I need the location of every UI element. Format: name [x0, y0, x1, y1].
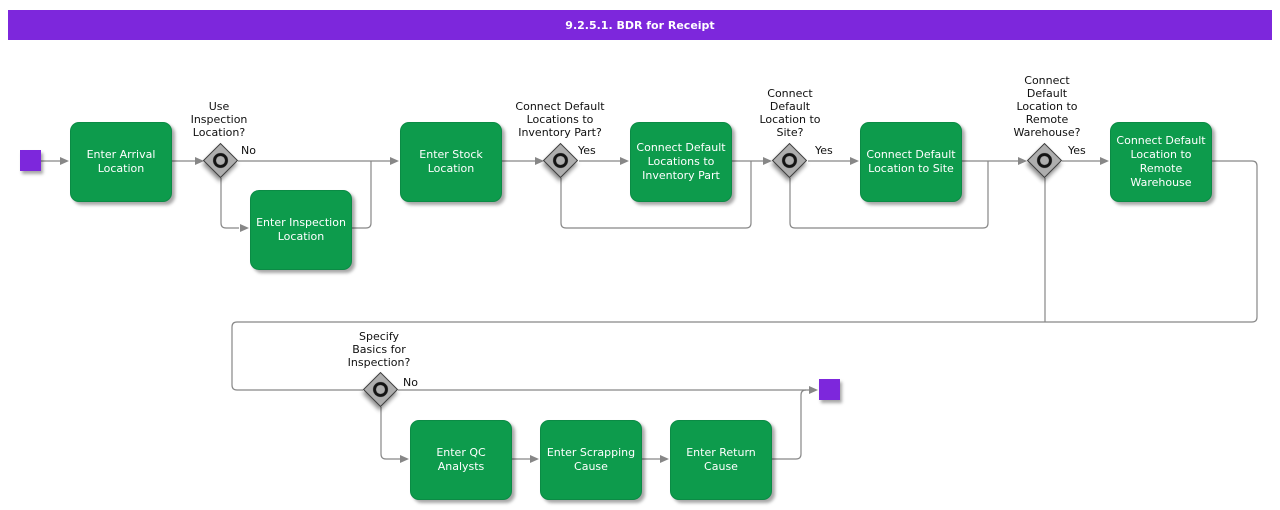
activity-enter-inspection-location[interactable]: Enter Inspection Location — [250, 190, 352, 270]
activity-label: Connect Default Location to Site — [866, 148, 956, 175]
gateway-circle-icon — [1033, 149, 1056, 172]
end-event-square — [819, 379, 840, 400]
branch-label-yes: Yes — [1068, 144, 1086, 157]
gateway-question-inventory-part: Connect Default Locations to Inventory P… — [515, 100, 605, 139]
start-event-square — [20, 150, 41, 171]
gateway-circle-icon — [549, 149, 572, 172]
branch-label-yes: Yes — [578, 144, 596, 157]
activity-connect-default-location-site[interactable]: Connect Default Location to Site — [860, 122, 962, 202]
branch-label-yes: Yes — [815, 144, 833, 157]
activity-enter-arrival-location[interactable]: Enter Arrival Location — [70, 122, 172, 202]
activity-enter-scrapping-cause[interactable]: Enter Scrapping Cause — [540, 420, 642, 500]
activity-label: Enter Stock Location — [419, 148, 483, 175]
branch-label-no: No — [403, 376, 418, 389]
activity-label: Enter QC Analysts — [436, 446, 486, 473]
activity-connect-default-location-remote-warehouse[interactable]: Connect Default Location to Remote Wareh… — [1110, 122, 1212, 202]
activity-enter-qc-analysts[interactable]: Enter QC Analysts — [410, 420, 512, 500]
gateway-question-use-inspection: Use Inspection Location? — [190, 100, 248, 139]
activity-label: Connect Default Location to Remote Wareh… — [1116, 134, 1206, 189]
gateway-question-specify-basics: Specify Basics for Inspection? — [347, 330, 411, 369]
activity-label: Enter Arrival Location — [86, 148, 156, 175]
branch-label-no: No — [241, 144, 256, 157]
activity-enter-stock-location[interactable]: Enter Stock Location — [400, 122, 502, 202]
activity-connect-default-locations-inventory-part[interactable]: Connect Default Locations to Inventory P… — [630, 122, 732, 202]
gateway-question-remote-warehouse: Connect Default Location to Remote Wareh… — [1013, 74, 1081, 139]
activity-label: Enter Return Cause — [686, 446, 756, 473]
gateway-circle-icon — [778, 149, 801, 172]
gateway-circle-icon — [209, 149, 232, 172]
diagram-title: 9.2.5.1. BDR for Receipt — [565, 18, 715, 32]
gateway-question-site: Connect Default Location to Site? — [759, 87, 821, 139]
activity-label: Enter Inspection Location — [256, 216, 346, 243]
title-bar: 9.2.5.1. BDR for Receipt — [8, 10, 1272, 40]
activity-enter-return-cause[interactable]: Enter Return Cause — [670, 420, 772, 500]
gateway-circle-icon — [369, 378, 392, 401]
activity-label: Enter Scrapping Cause — [546, 446, 636, 473]
activity-label: Connect Default Locations to Inventory P… — [636, 141, 726, 182]
